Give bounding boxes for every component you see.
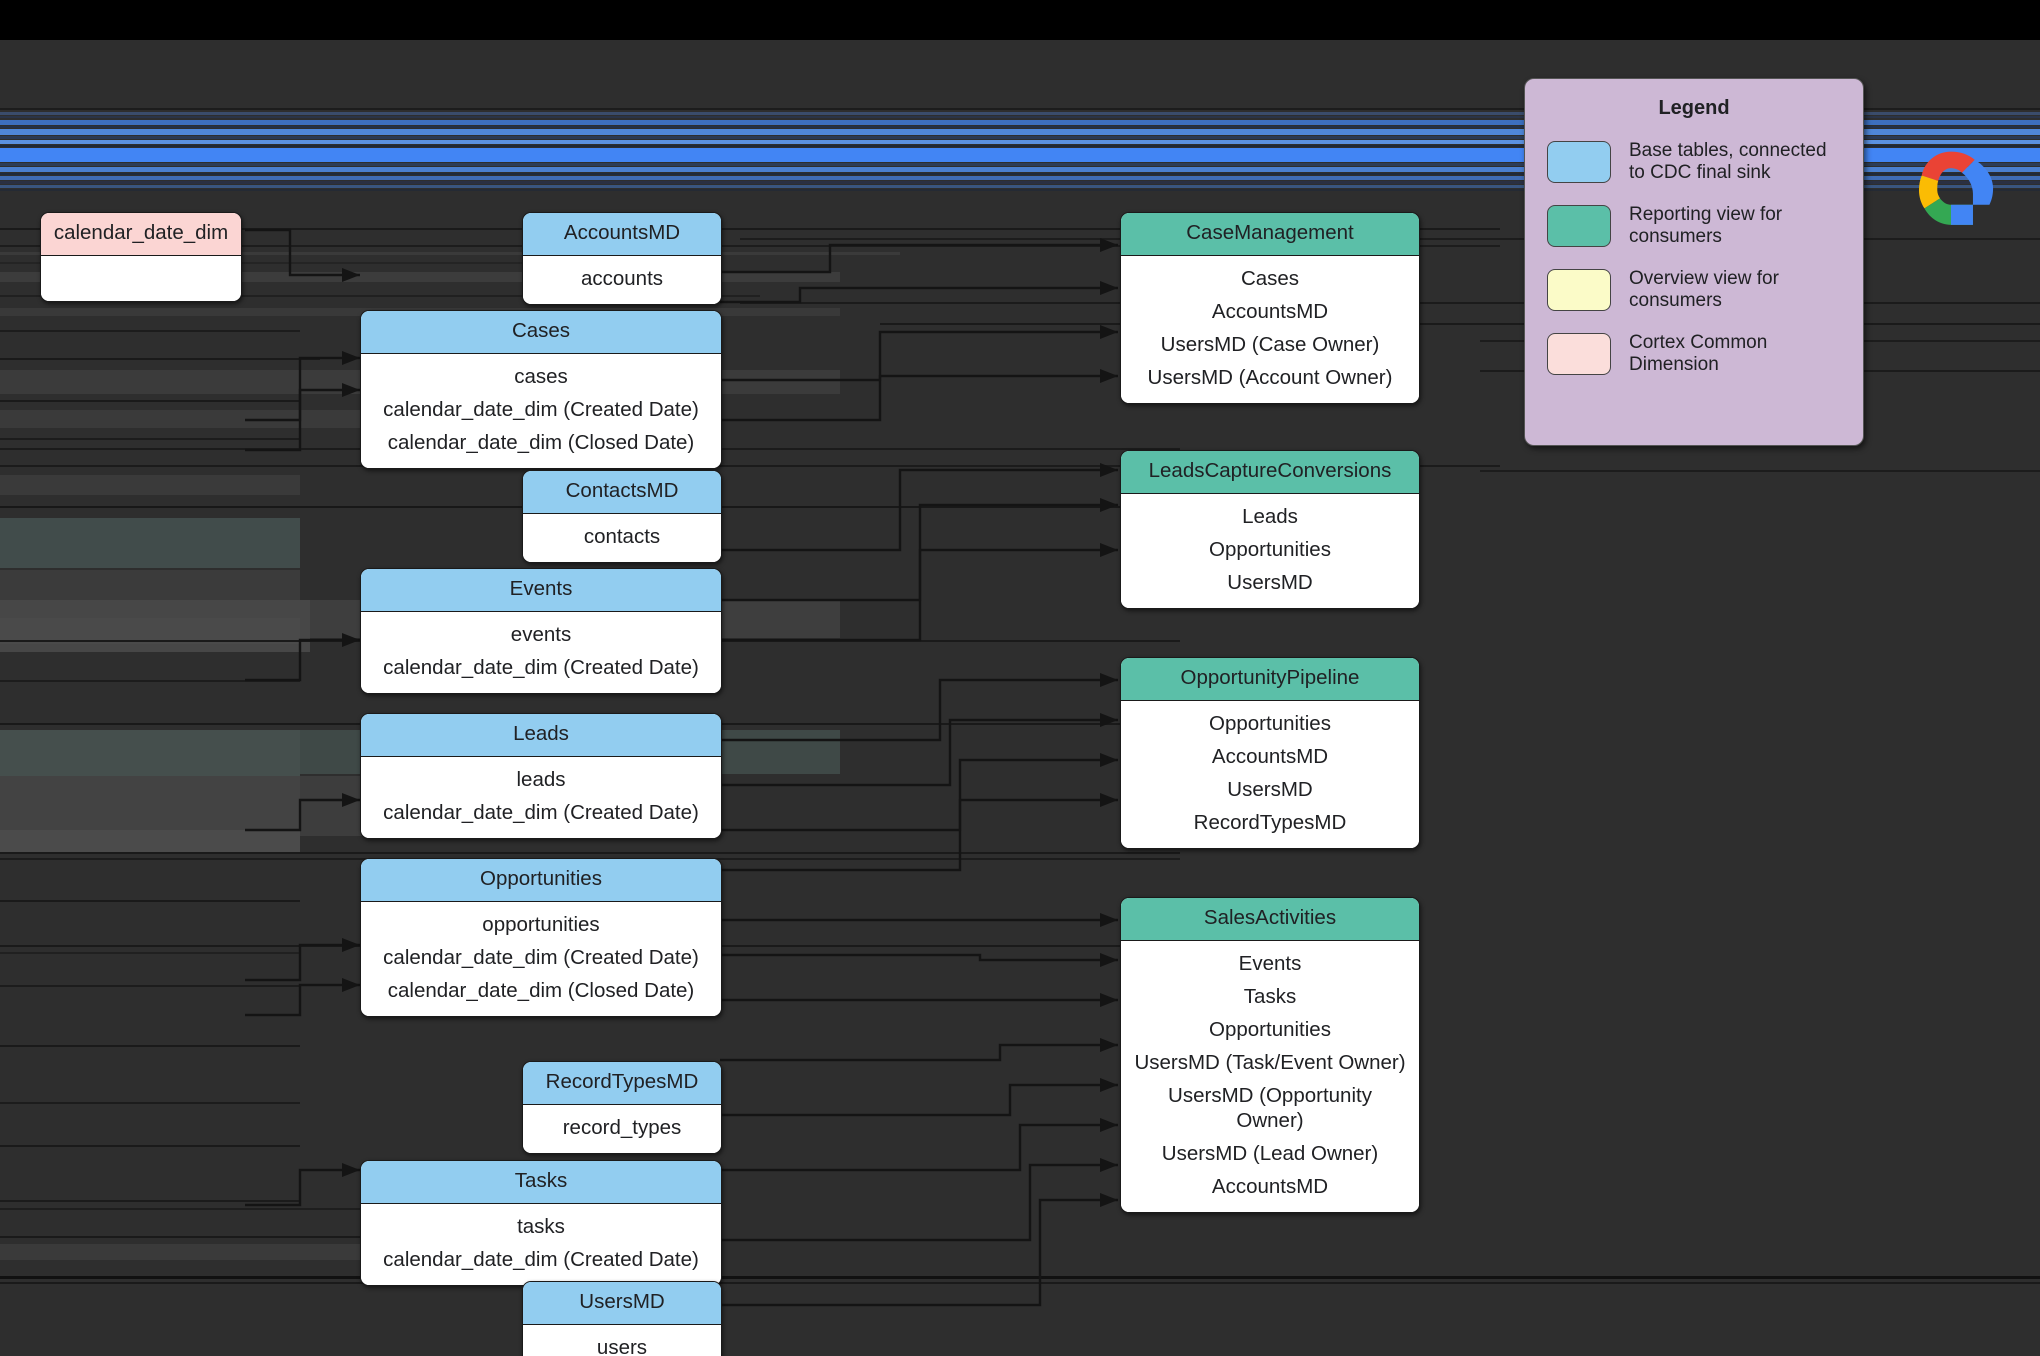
legend-swatch-pink	[1547, 333, 1611, 376]
node-row: calendar_date_dim (Created Date)	[383, 1247, 699, 1271]
node-row: UsersMD	[1227, 570, 1313, 594]
node-title: ContactsMD	[523, 471, 721, 514]
node-title: Tasks	[361, 1161, 721, 1204]
node-title: CaseManagement	[1121, 213, 1419, 256]
top-black-bar	[0, 0, 2040, 40]
node-row: UsersMD (Lead Owner)	[1161, 1141, 1379, 1165]
node-row: users	[596, 1335, 648, 1356]
node-title: Cases	[361, 311, 721, 354]
node-body: Cases AccountsMD UsersMD (Case Owner) Us…	[1121, 255, 1419, 403]
node-body: opportunities calendar_date_dim (Created…	[361, 901, 721, 1016]
node-body: users	[523, 1324, 721, 1356]
node-row: calendar_date_dim (Closed Date)	[387, 430, 695, 454]
node-row: Leads	[1242, 504, 1298, 528]
node-title: Events	[361, 569, 721, 612]
legend-label: Overview view for consumers	[1629, 268, 1779, 312]
node-row: UsersMD (Account Owner)	[1147, 365, 1393, 389]
google-cloud-logo	[1905, 148, 1997, 234]
node-row: record_types	[562, 1115, 682, 1139]
node-row: calendar_date_dim (Created Date)	[383, 397, 699, 421]
node-casemanagement[interactable]: CaseManagement Cases AccountsMD UsersMD …	[1120, 212, 1420, 404]
node-body: Opportunities AccountsMD UsersMD RecordT…	[1121, 700, 1419, 848]
node-body: record_types	[523, 1104, 721, 1153]
node-salesactivities[interactable]: SalesActivities Events Tasks Opportuniti…	[1120, 897, 1420, 1213]
node-leadscaptureconversions[interactable]: LeadsCaptureConversions Leads Opportunit…	[1120, 450, 1420, 609]
node-contactsmd[interactable]: ContactsMD contacts	[522, 470, 722, 563]
node-opportunitypipeline[interactable]: OpportunityPipeline Opportunities Accoun…	[1120, 657, 1420, 849]
node-row: Cases	[1240, 266, 1300, 290]
node-row: UsersMD (Task/Event Owner)	[1134, 1050, 1406, 1074]
node-row: Opportunities	[1209, 1017, 1331, 1041]
node-accountsmd[interactable]: AccountsMD accounts	[522, 212, 722, 305]
node-row: RecordTypesMD	[1193, 810, 1347, 834]
node-body: cases calendar_date_dim (Created Date) c…	[361, 353, 721, 468]
legend-swatch-green	[1547, 205, 1611, 248]
node-body: tasks calendar_date_dim (Created Date)	[361, 1203, 721, 1285]
legend-label: Base tables, connected to CDC final sink	[1629, 140, 1827, 184]
node-title: SalesActivities	[1121, 898, 1419, 941]
node-row: Opportunities	[1209, 537, 1331, 561]
node-row: opportunities	[482, 912, 600, 936]
node-row: cases	[514, 364, 568, 388]
legend-item-reporting-view: Reporting view for consumers	[1547, 204, 1863, 248]
legend-label: Reporting view for consumers	[1629, 204, 1783, 248]
node-body	[41, 255, 241, 301]
node-row: AccountsMD	[1211, 744, 1329, 768]
node-title: calendar_date_dim	[41, 213, 241, 256]
node-tasks[interactable]: Tasks tasks calendar_date_dim (Created D…	[360, 1160, 722, 1286]
node-title: OpportunityPipeline	[1121, 658, 1419, 701]
node-row: calendar_date_dim (Created Date)	[383, 945, 699, 969]
node-row: contacts	[583, 524, 661, 548]
node-title: Opportunities	[361, 859, 721, 902]
legend-swatch-blue	[1547, 141, 1611, 184]
node-row: calendar_date_dim (Created Date)	[383, 800, 699, 824]
node-title: LeadsCaptureConversions	[1121, 451, 1419, 494]
node-title: UsersMD	[523, 1282, 721, 1325]
node-usersmd[interactable]: UsersMD users	[522, 1281, 722, 1356]
node-row: Opportunities	[1209, 711, 1331, 735]
node-row: calendar_date_dim (Closed Date)	[387, 978, 695, 1002]
legend-title: Legend	[1658, 97, 1730, 119]
legend-item-cortex-dimension: Cortex Common Dimension	[1547, 332, 1863, 376]
node-title: AccountsMD	[523, 213, 721, 256]
node-recordtypesmd[interactable]: RecordTypesMD record_types	[522, 1061, 722, 1154]
node-body: accounts	[523, 255, 721, 304]
node-title: RecordTypesMD	[523, 1062, 721, 1105]
node-leads[interactable]: Leads leads calendar_date_dim (Created D…	[360, 713, 722, 839]
node-events[interactable]: Events events calendar_date_dim (Created…	[360, 568, 722, 694]
node-row: AccountsMD	[1211, 299, 1329, 323]
node-body: leads calendar_date_dim (Created Date)	[361, 756, 721, 838]
node-row: UsersMD	[1227, 777, 1313, 801]
node-row: calendar_date_dim (Created Date)	[383, 655, 699, 679]
node-row: tasks	[517, 1214, 565, 1238]
node-row: Events	[1238, 951, 1302, 975]
legend-panel: Legend Base tables, connected to CDC fin…	[1524, 78, 1864, 446]
node-row: events	[510, 622, 572, 646]
legend-item-overview-view: Overview view for consumers	[1547, 268, 1863, 312]
node-body: Leads Opportunities UsersMD	[1121, 493, 1419, 608]
node-row: Tasks	[1243, 984, 1297, 1008]
node-body: events calendar_date_dim (Created Date)	[361, 611, 721, 693]
node-body: Events Tasks Opportunities UsersMD (Task…	[1121, 940, 1419, 1212]
node-cases[interactable]: Cases cases calendar_date_dim (Created D…	[360, 310, 722, 469]
node-row: accounts	[580, 266, 664, 290]
diagram-canvas: calendar_date_dim AccountsMD accounts Ca…	[0, 40, 2040, 1356]
legend-swatch-yellow	[1547, 269, 1611, 312]
node-row: UsersMD (Case Owner)	[1160, 332, 1380, 356]
node-title: Leads	[361, 714, 721, 757]
node-row: UsersMD (Opportunity Owner)	[1168, 1083, 1372, 1132]
node-calendar-date-dim[interactable]: calendar_date_dim	[40, 212, 242, 302]
node-body: contacts	[523, 513, 721, 562]
legend-label: Cortex Common Dimension	[1629, 332, 1768, 376]
node-row: AccountsMD	[1211, 1174, 1329, 1198]
node-row: leads	[516, 767, 566, 791]
node-opportunities[interactable]: Opportunities opportunities calendar_dat…	[360, 858, 722, 1017]
legend-item-base-tables: Base tables, connected to CDC final sink	[1547, 140, 1863, 184]
